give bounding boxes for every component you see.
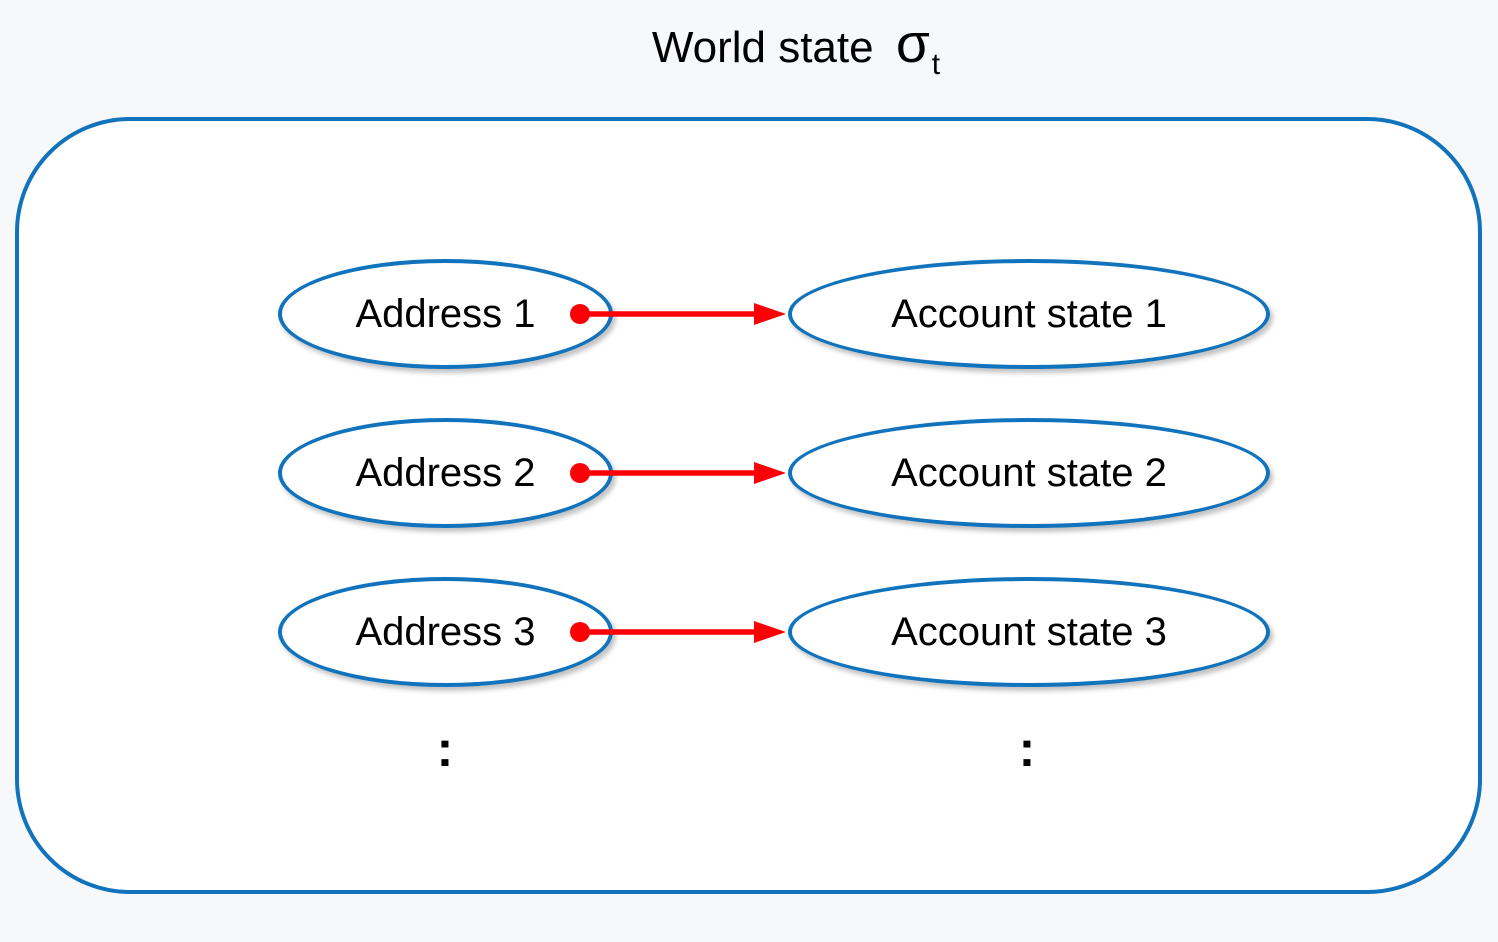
mapping-row: Address 1 Account state 1 bbox=[0, 259, 1498, 369]
account-state-node-label: Account state 2 bbox=[891, 450, 1167, 495]
address-node-label: Address 1 bbox=[355, 291, 536, 336]
arrow-head bbox=[754, 621, 786, 643]
account-state-node-label: Account state 1 bbox=[891, 291, 1167, 336]
mapping-row: Address 3 Account state 3 bbox=[0, 577, 1498, 687]
address-node-3: Address 3 bbox=[278, 577, 613, 687]
world-state-box bbox=[15, 117, 1482, 894]
address-node-label: Address 3 bbox=[355, 609, 536, 654]
account-state-node-1: Account state 1 bbox=[788, 259, 1270, 369]
arrow-head bbox=[754, 303, 786, 325]
mapping-row: Address 2 Account state 2 bbox=[0, 418, 1498, 528]
account-state-node-label: Account state 3 bbox=[891, 609, 1167, 654]
title-text: World state bbox=[651, 23, 874, 72]
address-node-2: Address 2 bbox=[278, 418, 613, 528]
arrow-head bbox=[754, 462, 786, 484]
diagram-title: World state σt bbox=[651, 16, 940, 82]
mapping-arrow bbox=[570, 303, 786, 325]
address-node-label: Address 2 bbox=[355, 450, 536, 495]
sigma-subscript: t bbox=[931, 48, 941, 81]
sigma-symbol: σ bbox=[895, 12, 930, 74]
address-column-ellipsis: : bbox=[436, 721, 454, 777]
account-state-node-3: Account state 3 bbox=[788, 577, 1270, 687]
address-node-1: Address 1 bbox=[278, 259, 613, 369]
mapping-arrow bbox=[570, 462, 786, 484]
mapping-arrow bbox=[570, 621, 786, 643]
account-column-ellipsis: : bbox=[1018, 721, 1036, 777]
account-state-node-2: Account state 2 bbox=[788, 418, 1270, 528]
